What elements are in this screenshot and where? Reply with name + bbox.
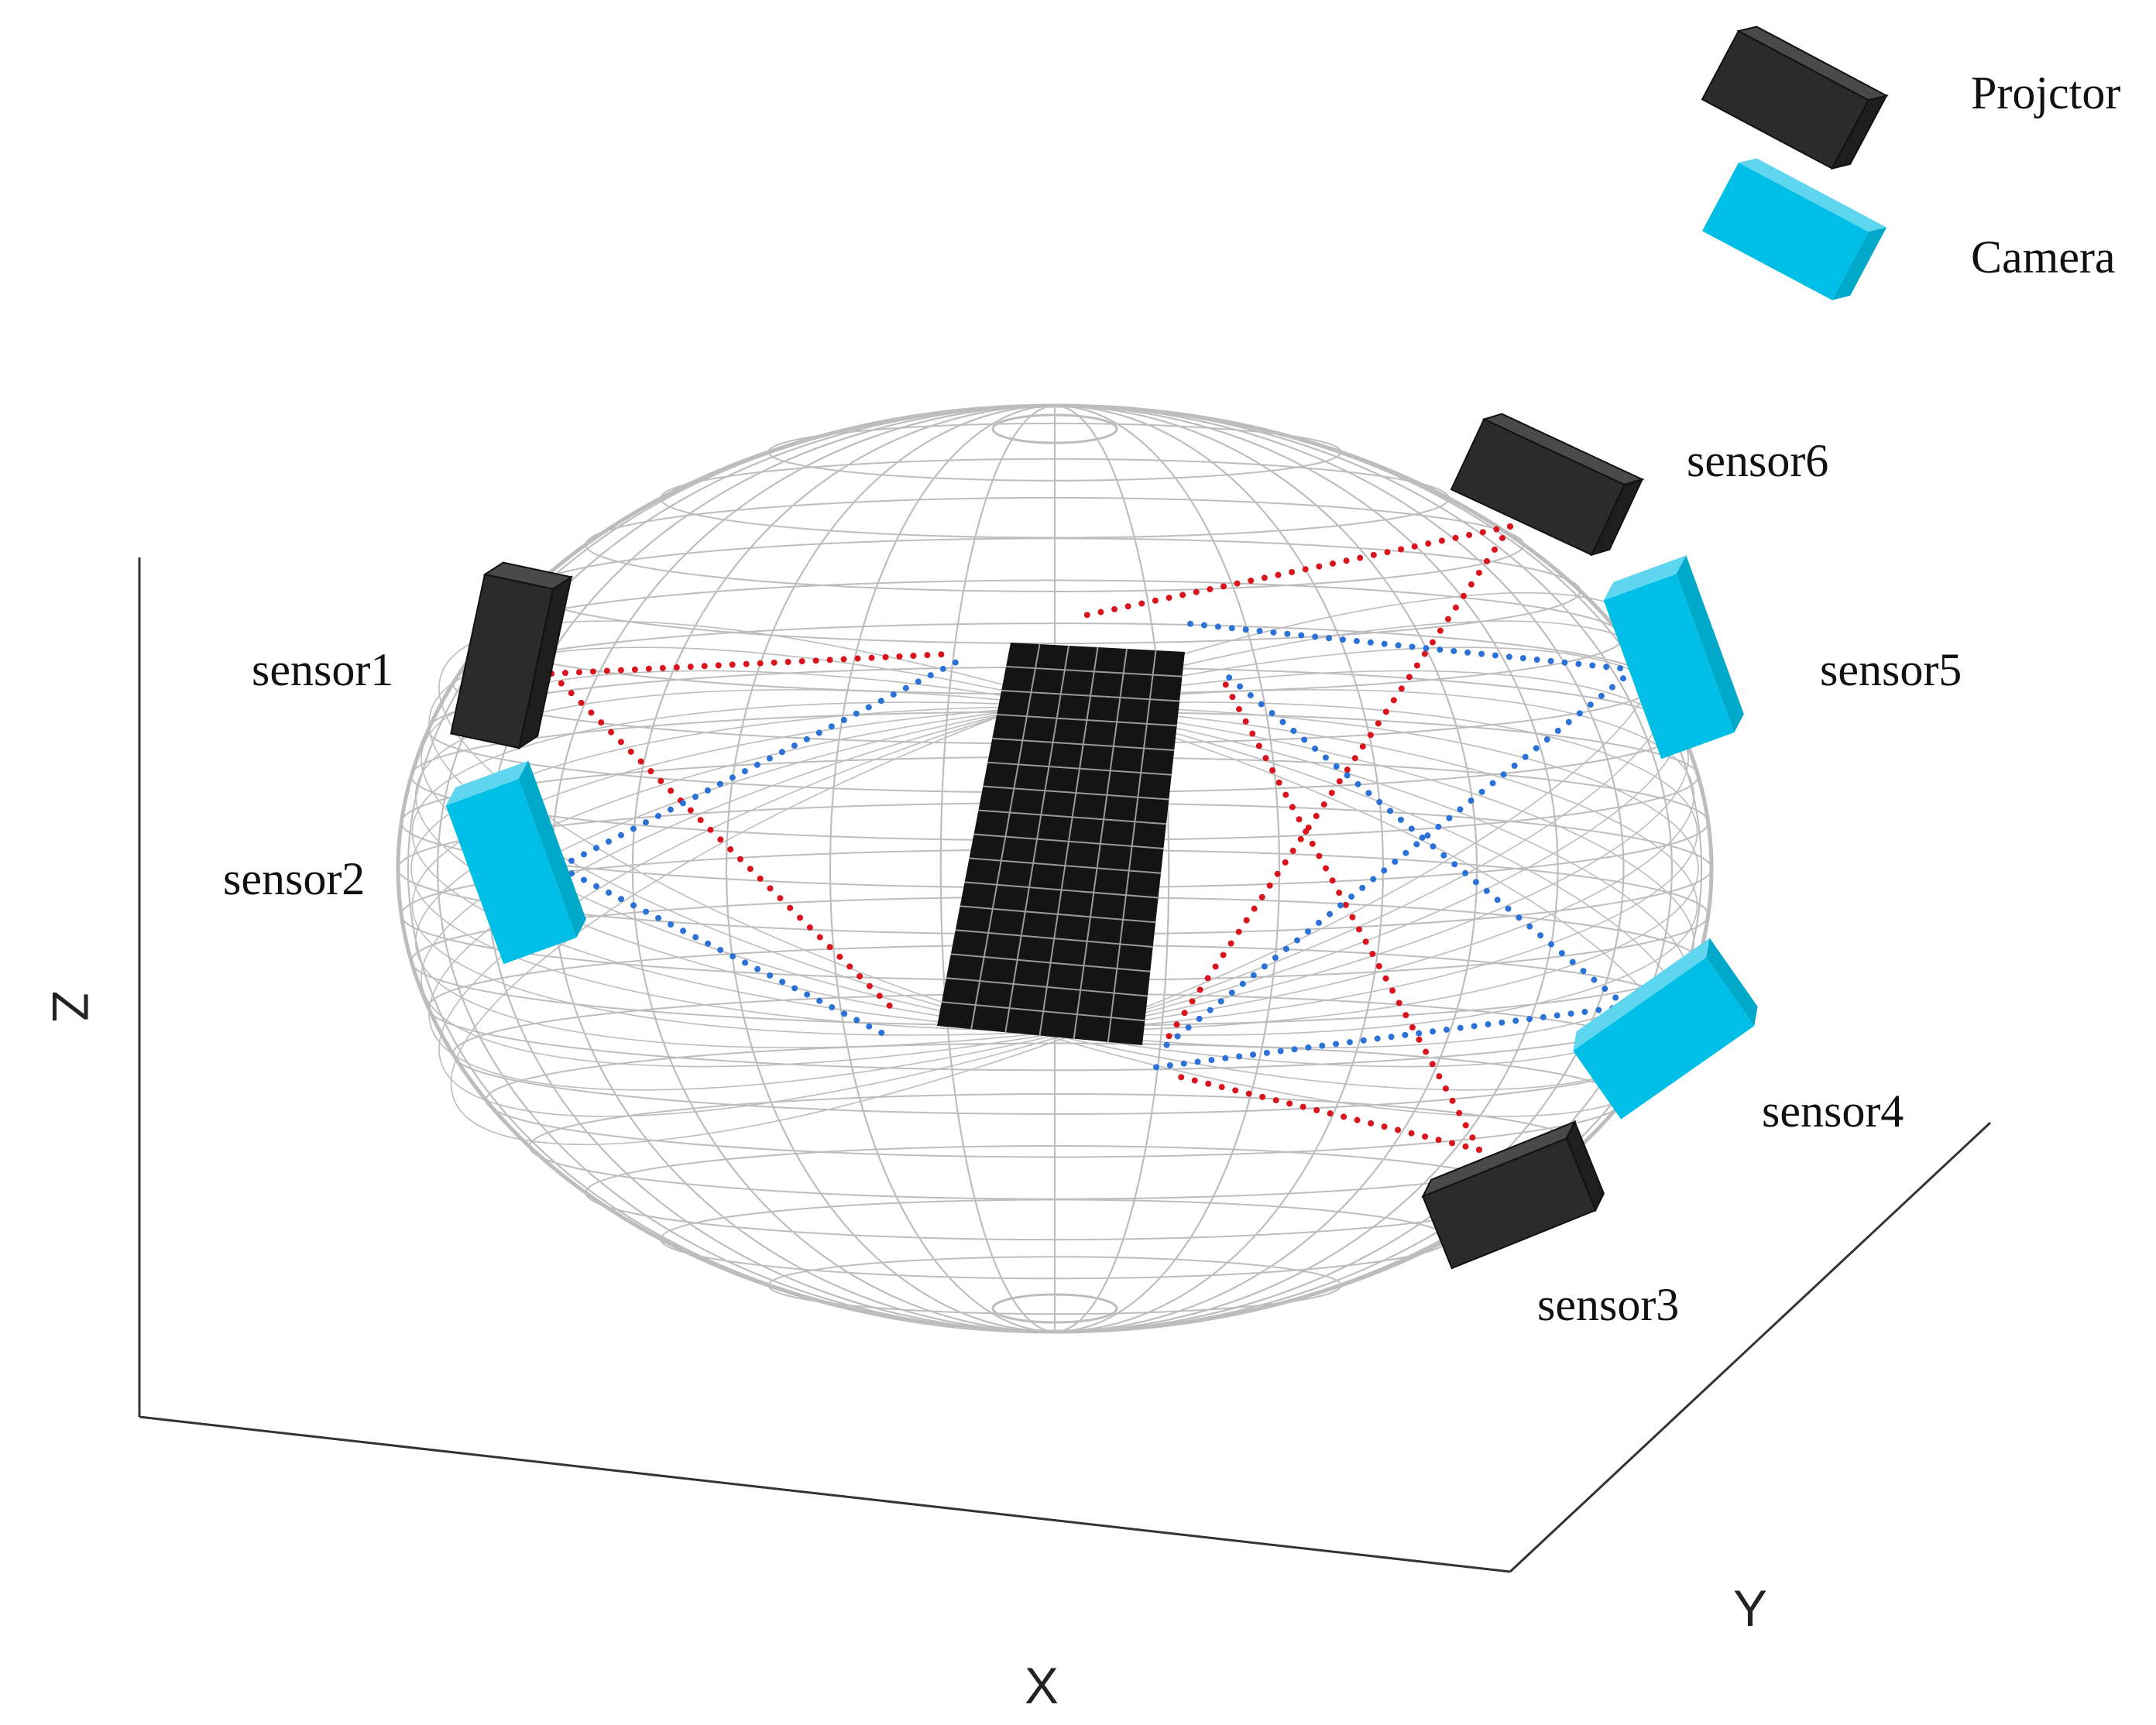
axes: [138, 557, 1992, 1573]
sensor2-camera: [445, 760, 586, 965]
sensor5-camera: [1603, 555, 1744, 760]
x-axis-line: [139, 1415, 1511, 1573]
sensor6-label: sensor6: [1687, 435, 1828, 486]
projector-rays: [548, 523, 1513, 1153]
legend: Projctor Camera: [1701, 26, 2120, 300]
camera-rays: [556, 620, 1637, 1072]
sensor6-projector: [1450, 413, 1645, 557]
sensor4-label: sensor4: [1762, 1085, 1904, 1137]
legend-projector-icon: [1701, 26, 1889, 170]
legend-camera-icon: [1701, 158, 1887, 300]
sensor3-label: sensor3: [1537, 1279, 1679, 1330]
sensor3-projector: [1421, 1120, 1605, 1270]
sensor2-label: sensor2: [223, 853, 365, 904]
sensor4-camera: [1573, 938, 1758, 1120]
x-axis-label: X: [1025, 1657, 1059, 1714]
z-axis-label: Z: [42, 991, 99, 1022]
sensor1-label: sensor1: [252, 644, 393, 695]
y-axis-line: [1509, 1121, 1992, 1573]
target-object: [937, 643, 1185, 1045]
legend-projector-label: Projctor: [1971, 67, 2120, 118]
sensor1-projector: [450, 561, 574, 750]
y-axis-label: Y: [1733, 1579, 1767, 1637]
sensor5-label: sensor5: [1820, 644, 1962, 695]
legend-camera-label: Camera: [1971, 231, 2116, 283]
